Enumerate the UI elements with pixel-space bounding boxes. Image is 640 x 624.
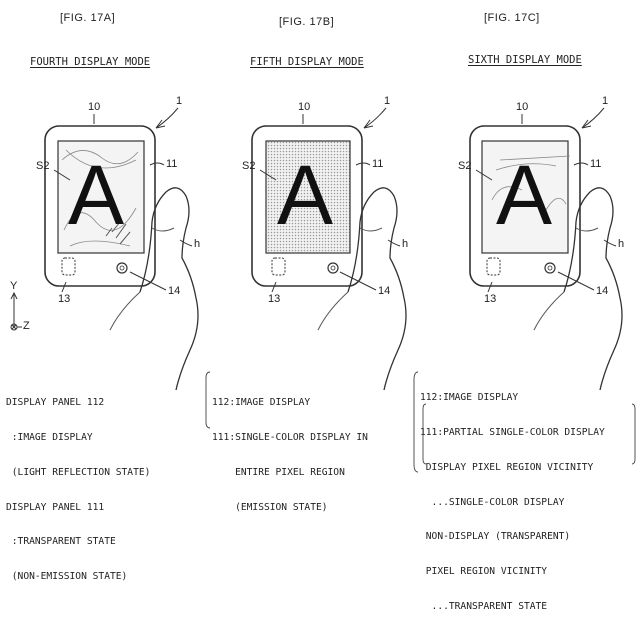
fig-17b-ref-device: 1 (384, 95, 391, 107)
patent-drawing (10, 107, 636, 473)
figure-17a-phone (44, 125, 156, 287)
caption-line: (LIGHT REFLECTION STATE) (6, 466, 151, 478)
fig-17a-ref-hand: h (194, 238, 201, 250)
fig-17c-ref-region: S2 (458, 160, 472, 172)
caption-line: :IMAGE DISPLAY (6, 431, 93, 443)
caption-line: 112:IMAGE DISPLAY (420, 392, 519, 404)
figure-17a-leaders (53, 107, 193, 293)
fig-17a-ref-device: 1 (176, 95, 183, 107)
figure-17a-hand (109, 187, 199, 391)
figure-17b-hand (317, 187, 407, 391)
caption-line: DISPLAY PANEL 112 (6, 397, 105, 409)
fig-17a-caption: DISPLAY PANEL 112 :IMAGE DISPLAY (LIGHT … (6, 374, 150, 594)
fig-17b-mode-title: FIFTH DISPLAY MODE (250, 56, 364, 68)
axis-y-label: Y (10, 280, 18, 292)
fig-17a-label: [FIG. 17A] (60, 12, 116, 24)
figure-17c-hand (533, 187, 623, 391)
fig-17c-mode-title: SIXTH DISPLAY MODE (468, 54, 582, 66)
fig-17b-ref-panel: 11 (372, 158, 384, 170)
fig-17a-mode-title: FOURTH DISPLAY MODE (30, 56, 151, 68)
fig-17b-ref-region: S2 (242, 160, 256, 172)
fig-17a-ref-right-button: 14 (168, 285, 181, 297)
fig-17a-ref-panel: 11 (166, 158, 178, 170)
fig-17b-letter: A (277, 148, 334, 242)
fig-17b-ref-frame: 10 (298, 101, 311, 113)
fig-17c-ref-device: 1 (602, 95, 609, 107)
fig-17c-label: [FIG. 17C] (484, 12, 540, 24)
caption-line: ...SINGLE-COLOR DISPLAY (420, 496, 565, 508)
caption-line: ENTIRE PIXEL REGION (212, 466, 345, 478)
fig-17b-label: [FIG. 17B] (279, 16, 335, 28)
fig-17c-caption: 112:IMAGE DISPLAY 111:PARTIAL SINGLE-COL… (420, 369, 605, 624)
caption-line: 111:PARTIAL SINGLE-COLOR DISPLAY (420, 426, 605, 438)
caption-line: DISPLAY PANEL 111 (6, 501, 105, 513)
figure-17b-phone (251, 125, 363, 287)
axis-symbol (10, 291, 22, 331)
caption-line: DISPLAY PIXEL REGION VICINITY (420, 461, 594, 473)
figure-17b-leaders (259, 107, 401, 293)
fig-17a-ref-left-button: 13 (58, 293, 71, 305)
fig-17c-letter: A (496, 148, 553, 242)
fig-17c-ref-panel: 11 (590, 158, 602, 170)
caption-line: PIXEL REGION VICINITY (420, 566, 548, 578)
caption-line: ...TRANSPARENT STATE (420, 600, 548, 612)
caption-brackets (205, 371, 636, 473)
fig-17c-ref-right-button: 14 (596, 285, 609, 297)
caption-line: 112:IMAGE DISPLAY (212, 397, 311, 409)
fig-17a-ref-region: S2 (36, 160, 50, 172)
figure-17c-leaders (475, 107, 617, 293)
fig-17c-ref-left-button: 13 (484, 293, 497, 305)
caption-line: :TRANSPARENT STATE (6, 536, 116, 548)
fig-17a-ref-frame: 10 (88, 101, 101, 113)
caption-line: (NON-EMISSION STATE) (6, 571, 128, 583)
fig-17c-ref-hand: h (618, 238, 625, 250)
fig-17a-letter: A (68, 148, 125, 242)
caption-line: (EMISSION STATE) (212, 501, 328, 513)
fig-17b-ref-left-button: 13 (268, 293, 281, 305)
axis-z-label: Z (23, 320, 30, 332)
fig-17c-ref-frame: 10 (516, 101, 529, 113)
fig-17b-caption: 112:IMAGE DISPLAY 111:SINGLE-COLOR DISPL… (212, 374, 368, 525)
caption-line: NON-DISPLAY (TRANSPARENT) (420, 531, 571, 543)
figure-17c-phone (469, 125, 581, 287)
fig-17b-ref-right-button: 14 (378, 285, 391, 297)
fig-17b-ref-hand: h (402, 238, 409, 250)
caption-line: 111:SINGLE-COLOR DISPLAY IN (212, 431, 368, 443)
